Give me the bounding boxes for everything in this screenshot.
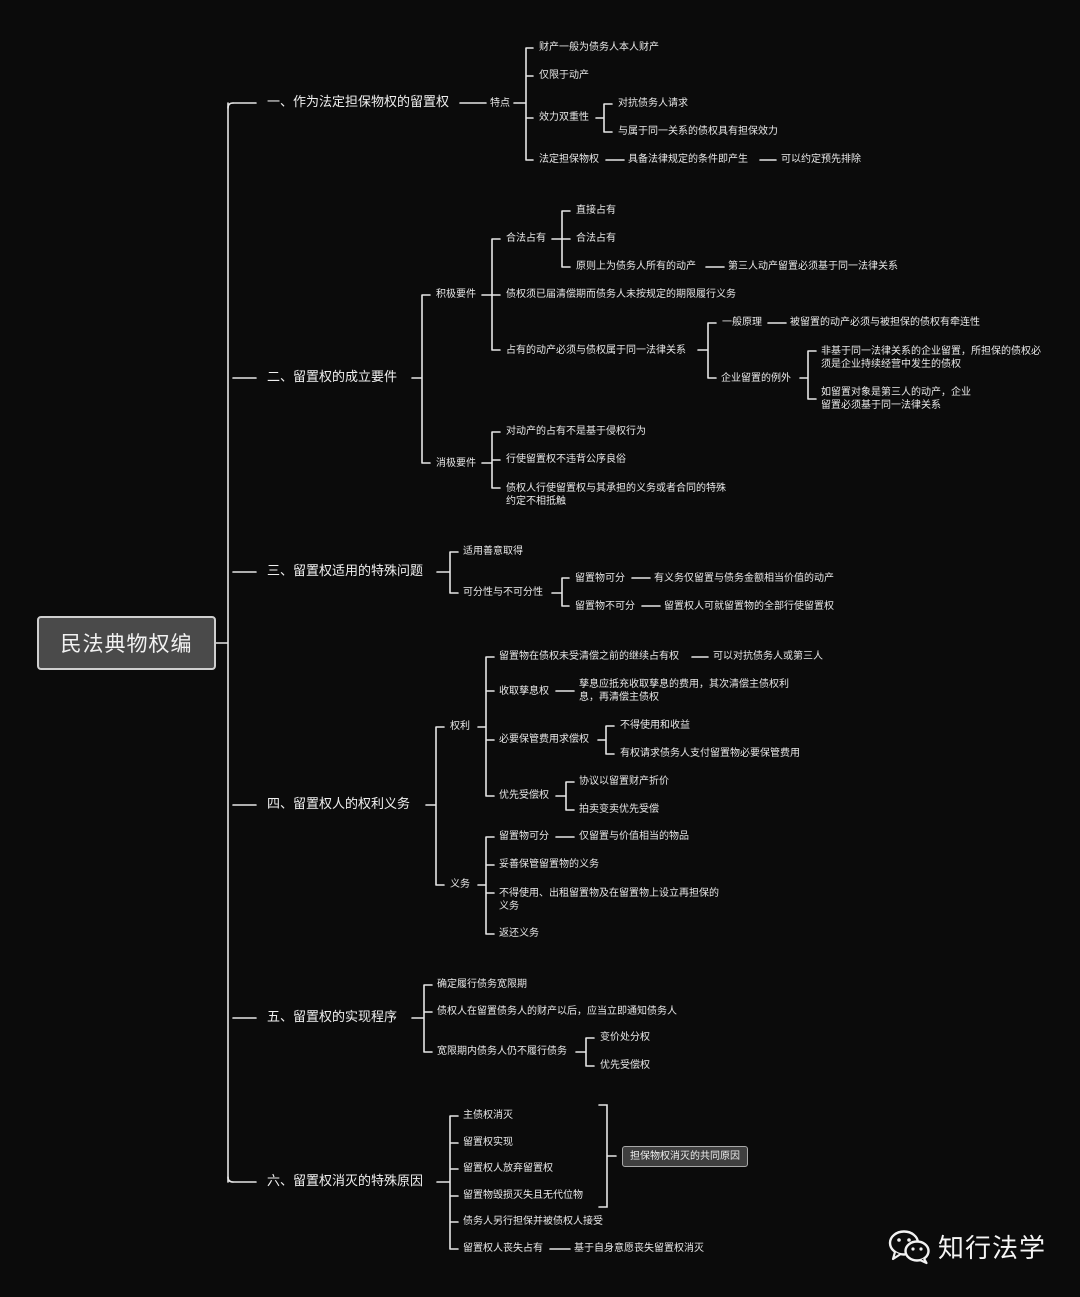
s4-cost-item[interactable]: 有权请求债务人支付留置物必要保管费用 <box>620 748 800 759</box>
s2-positive-node[interactable]: 积极要件 <box>436 289 476 300</box>
s2-negative-item[interactable]: 行使留置权不违背公序良俗 <box>506 454 626 465</box>
s4-duty-divisible-desc[interactable]: 仅留置与价值相当的物品 <box>579 831 689 842</box>
s4-duties-node[interactable]: 义务 <box>450 879 470 890</box>
s2-lawful-item[interactable]: 直接占有 <box>576 205 616 216</box>
s3-divisible-node[interactable]: 留置物可分 <box>575 573 625 584</box>
s4-duty-item[interactable]: 不得使用、出租留置物及在留置物上设立再担保的义务 <box>499 888 719 912</box>
s6-item-node[interactable]: 留置权实现 <box>463 1137 513 1148</box>
s3-divisible-desc[interactable]: 有义务仅留置与债务金额相当价值的动产 <box>654 573 834 584</box>
s4-possession-desc[interactable]: 可以对抗债务人或第三人 <box>713 651 823 662</box>
s2-lawful-item[interactable]: 合法占有 <box>576 233 616 244</box>
section-6-title[interactable]: 六、留置权消灭的特殊原因 <box>267 1174 424 1189</box>
s2-same-relation-node[interactable]: 占有的动产必须与债权属于同一法律关系 <box>506 345 686 356</box>
s6-item-node[interactable]: 留置权人丧失占有 <box>463 1243 543 1254</box>
s2-enterprise-item[interactable]: 非基于同一法律关系的企业留置，所担保的债权必须是企业持续经营中发生的债权 <box>821 346 1041 370</box>
s4-priority-node[interactable]: 优先受偿权 <box>499 790 549 801</box>
watermark-text: 知行法学 <box>938 1234 1047 1264</box>
s2-lawful-item[interactable]: 原则上为债务人所有的动产 <box>576 261 696 272</box>
s2-third-party-node[interactable]: 第三人动产留置必须基于同一法律关系 <box>728 261 898 272</box>
s2-negative-node[interactable]: 消极要件 <box>436 458 476 469</box>
section-1-title[interactable]: 一、作为法定担保物权的留置权 <box>267 95 450 110</box>
s5-sub-node[interactable]: 优先受偿权 <box>600 1060 650 1071</box>
section-5-title[interactable]: 五、留置权的实现程序 <box>267 1010 398 1025</box>
s1-item-node[interactable]: 效力双重性 <box>539 112 589 123</box>
wechat-icon <box>888 1229 930 1264</box>
s5-item-node[interactable]: 债权人在留置债务人的财产以后，应当立即通知债务人 <box>437 1006 677 1017</box>
s4-duty-item[interactable]: 返还义务 <box>499 928 539 939</box>
s6-item-node[interactable]: 留置物毁损灭失且无代位物 <box>463 1190 583 1201</box>
s2-enterprise-item[interactable]: 如留置对象是第三人的动产，企业留置必须基于同一法律关系 <box>821 387 971 411</box>
s3-indivisible-node[interactable]: 留置物不可分 <box>575 601 635 612</box>
s1-statutory-node[interactable]: 具备法律规定的条件即产生 <box>628 154 748 165</box>
s4-duty-item[interactable]: 妥善保管留置物的义务 <box>499 859 599 870</box>
s1-dual-node[interactable]: 对抗债务人请求 <box>618 98 688 109</box>
watermark-logo: 知行法学 <box>888 1228 1046 1265</box>
root-node[interactable]: 民法典物权编 <box>37 616 216 670</box>
s4-cost-item[interactable]: 不得使用和收益 <box>620 720 690 731</box>
s4-cost-node[interactable]: 必要保管费用求偿权 <box>499 734 589 745</box>
s2-negative-item[interactable]: 对动产的占有不是基于侵权行为 <box>506 426 646 437</box>
s2-enterprise-node[interactable]: 企业留置的例外 <box>721 373 791 384</box>
s2-lawful-node[interactable]: 合法占有 <box>506 233 546 244</box>
s6-item-node[interactable]: 留置权人放弃留置权 <box>463 1163 553 1174</box>
s4-priority-item[interactable]: 协议以留置财产折价 <box>579 776 669 787</box>
s3-indivisible-desc[interactable]: 留置权人可就留置物的全部行使留置权 <box>664 601 834 612</box>
section-3-title[interactable]: 三、留置权适用的特殊问题 <box>267 564 424 579</box>
s5-sub-node[interactable]: 变价处分权 <box>600 1032 650 1043</box>
s1-item-node[interactable]: 仅限于动产 <box>539 70 589 81</box>
s5-item-node[interactable]: 确定履行债务宽限期 <box>437 979 527 990</box>
s6-loss-desc[interactable]: 基于自身意愿丧失留置权消灭 <box>574 1243 704 1254</box>
s4-possession-node[interactable]: 留置物在债权未受清偿之前的继续占有权 <box>499 651 679 662</box>
s1-item-node[interactable]: 法定担保物权 <box>539 154 599 165</box>
s6-item-node[interactable]: 债务人另行担保并被债权人接受 <box>463 1216 603 1227</box>
s2-due-node[interactable]: 债权须已届清偿期而债务人未按规定的期限履行义务 <box>506 289 736 300</box>
common-cause-tag[interactable]: 担保物权消灭的共同原因 <box>622 1146 748 1167</box>
s2-general-node[interactable]: 一般原理 <box>722 317 762 328</box>
section-4-title[interactable]: 四、留置权人的权利义务 <box>267 797 411 812</box>
s3-divisibility-node[interactable]: 可分性与不可分性 <box>463 587 543 598</box>
s4-fruits-node[interactable]: 收取孳息权 <box>499 686 549 697</box>
s3-good-faith-node[interactable]: 适用善意取得 <box>463 546 523 557</box>
section-2-title[interactable]: 二、留置权的成立要件 <box>267 370 398 385</box>
s1-dual-node[interactable]: 与属于同一关系的债权具有担保效力 <box>618 126 778 137</box>
s1-feature-node[interactable]: 特点 <box>490 98 510 109</box>
s4-rights-node[interactable]: 权利 <box>450 721 470 732</box>
s5-item-node[interactable]: 宽限期内债务人仍不履行债务 <box>437 1046 567 1057</box>
s2-general-desc[interactable]: 被留置的动产必须与被担保的债权有牵连性 <box>790 317 980 328</box>
s4-priority-item[interactable]: 拍卖变卖优先受偿 <box>579 804 659 815</box>
s4-duty-divisible-node[interactable]: 留置物可分 <box>499 831 549 842</box>
s1-statutory-node[interactable]: 可以约定预先排除 <box>781 154 861 165</box>
s4-fruits-desc[interactable]: 孳息应抵充收取孳息的费用，其次清偿主债权利息，再清偿主债权 <box>579 679 789 703</box>
s6-item-node[interactable]: 主债权消灭 <box>463 1110 513 1121</box>
s2-negative-item[interactable]: 债权人行使留置权与其承担的义务或者合同的特殊约定不相抵触 <box>506 483 726 507</box>
s1-item-node[interactable]: 财产一般为债务人本人财产 <box>539 42 659 53</box>
